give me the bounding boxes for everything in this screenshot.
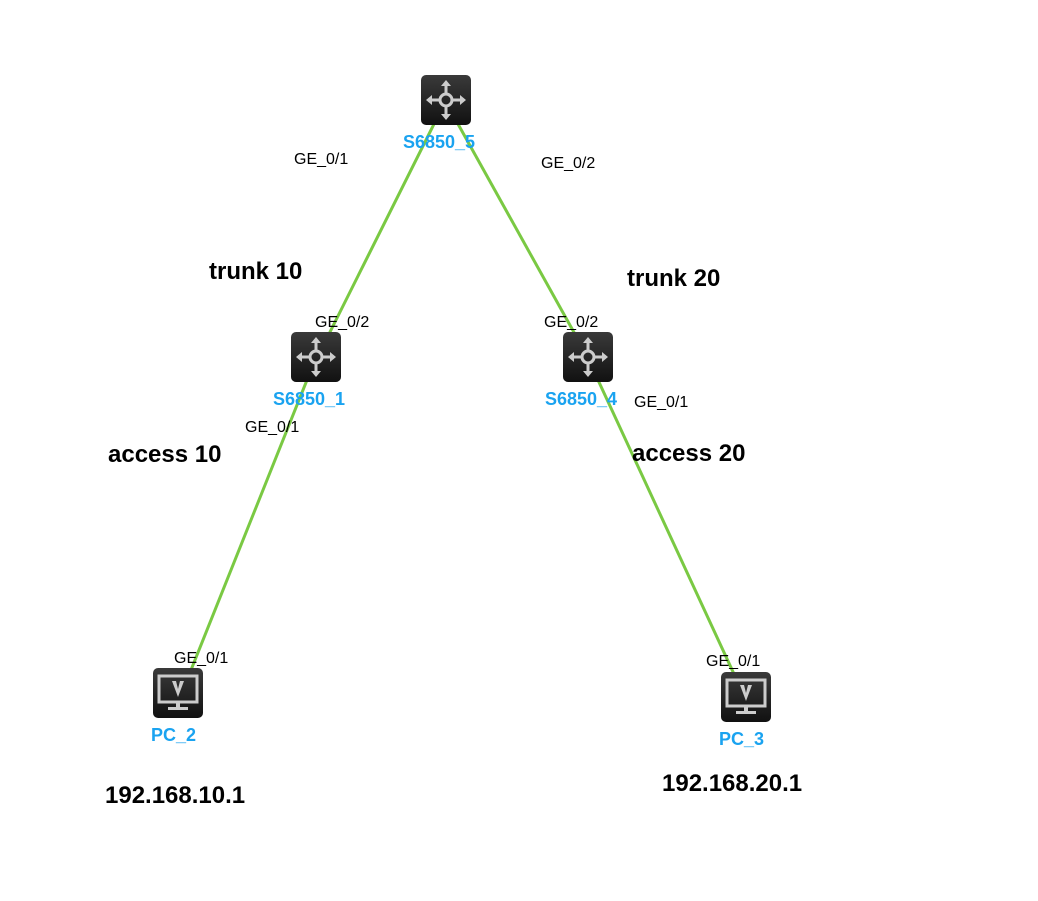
link-s1-pc2[interactable] <box>189 379 309 671</box>
port-label: GE_0/2 <box>315 314 370 331</box>
port-label: GE_0/2 <box>544 314 599 331</box>
switch-icon <box>426 80 466 120</box>
switch-icon <box>568 337 608 377</box>
device-name-pc-3: PC_3 <box>719 729 765 749</box>
port-label: GE_0/1 <box>174 650 229 667</box>
port-label: GE_0/2 <box>541 155 596 172</box>
annotation-trunk-20: trunk 20 <box>627 265 721 292</box>
annotation-access-20: access 20 <box>632 440 746 467</box>
annotation-trunk-10: trunk 10 <box>209 258 303 285</box>
switch-s6850-1[interactable] <box>291 332 341 382</box>
device-name-s6850-4: S6850_4 <box>545 389 618 409</box>
ip-pc-3: 192.168.20.1 <box>662 770 803 797</box>
link-s5-s1[interactable] <box>326 123 436 337</box>
device-name-pc-2: PC_2 <box>151 725 197 745</box>
device-name-s6850-5: S6850_5 <box>403 132 476 152</box>
pc-icon <box>725 678 767 714</box>
port-label: GE_0/1 <box>245 419 300 436</box>
switch-s6850-4[interactable] <box>563 332 613 382</box>
ip-pc-2: 192.168.10.1 <box>105 782 246 809</box>
pc-pc-3[interactable] <box>721 672 771 722</box>
port-label: GE_0/1 <box>634 394 689 411</box>
device-name-s6850-1: S6850_1 <box>273 389 346 409</box>
pc-icon <box>157 674 199 710</box>
link-s4-pc3[interactable] <box>596 379 736 675</box>
switch-s6850-5[interactable] <box>421 75 471 125</box>
port-label: GE_0/1 <box>294 151 349 168</box>
pc-pc-2[interactable] <box>153 668 203 718</box>
switch-icon <box>296 337 336 377</box>
annotation-access-10: access 10 <box>108 441 222 468</box>
link-s5-s4[interactable] <box>456 123 578 337</box>
port-label: GE_0/1 <box>706 653 761 670</box>
